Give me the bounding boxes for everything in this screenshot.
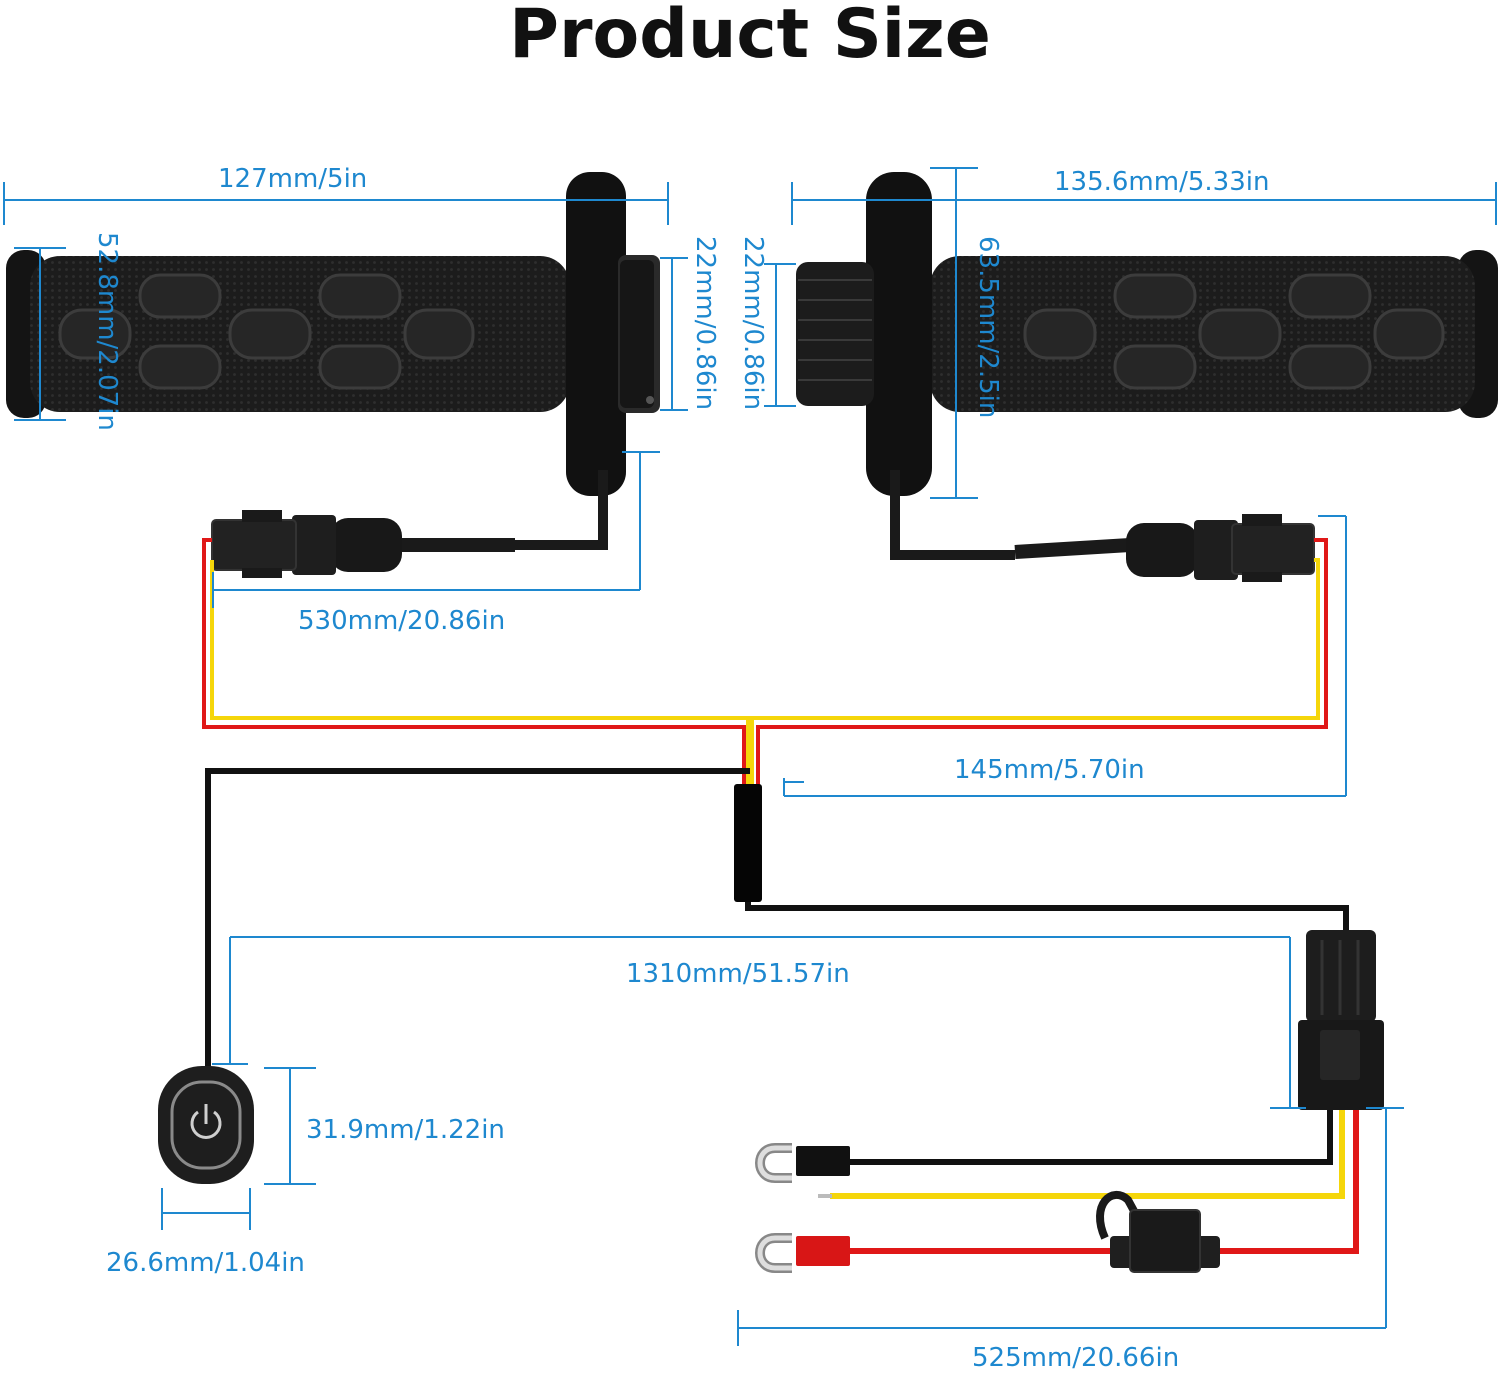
page-title: Product Size (509, 0, 991, 74)
dim-right-flange-diameter: 63.5mm/2.5in (973, 236, 1003, 419)
dimension-lines (3, 167, 1497, 1346)
dim-right-bore: 22mm/0.86in (738, 236, 768, 411)
dim-left-bore: 22mm/0.86in (690, 236, 720, 411)
fuse-holder (1096, 1191, 1220, 1273)
power-icon (190, 1104, 222, 1139)
power-connector (1298, 930, 1384, 1110)
battery-terminals (755, 1143, 850, 1273)
dim-cable-530: 530mm/20.86in (298, 606, 506, 636)
dim-left-grip-diameter: 52.8mm/2.07in (92, 232, 122, 431)
dim-cable-1310: 1310mm/51.57in (626, 959, 850, 989)
dim-left-grip-length: 127mm/5in (218, 164, 368, 194)
dim-cable-525: 525mm/20.66in (972, 1343, 1180, 1373)
left-grip (6, 172, 660, 578)
power-switch (158, 1066, 254, 1184)
dim-switch-height: 31.9mm/1.22in (306, 1115, 505, 1145)
dim-right-grip-length: 135.6mm/5.33in (1054, 167, 1270, 197)
dim-switch-width: 26.6mm/1.04in (106, 1248, 305, 1278)
dim-cable-145: 145mm/5.70in (954, 755, 1145, 785)
wiring-harness (202, 538, 1359, 1254)
right-grip (796, 172, 1498, 582)
